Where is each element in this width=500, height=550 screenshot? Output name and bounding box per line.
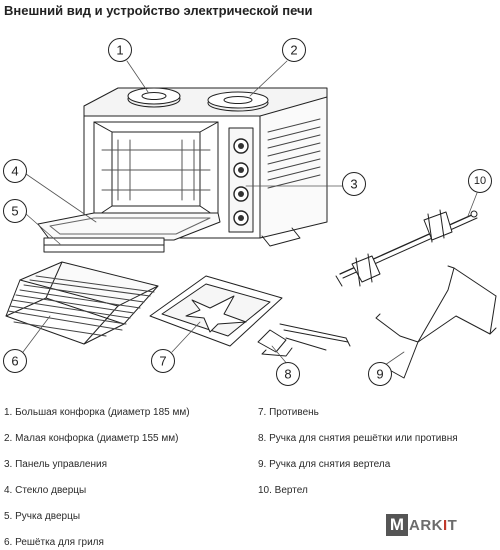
logo-m: M [386, 514, 408, 536]
legend-item-8: 8. Ручка для снятия решётки или противня [258, 433, 458, 444]
grill-grate-illustration [5, 261, 159, 345]
legend-item-3: 3. Панель управления [4, 459, 107, 470]
legend-item-7: 7. Противень [258, 407, 319, 418]
page-title: Внешний вид и устройство электрической п… [4, 3, 313, 18]
callout-8: 8 [284, 367, 291, 382]
callout-4: 4 [11, 164, 18, 179]
callout-3: 3 [350, 177, 357, 192]
legend-item-4: 4. Стекло дверцы [4, 485, 87, 496]
legend-item-10: 10. Вертел [258, 485, 308, 496]
baking-tray-illustration [149, 275, 283, 347]
callout-6: 6 [11, 354, 18, 369]
callout-1: 1 [116, 43, 123, 58]
logo-text: ARKIT [409, 517, 457, 534]
callout-5: 5 [11, 204, 18, 219]
legend-item-6: 6. Решётка для гриля [4, 537, 104, 548]
callout-10: 10 [474, 175, 486, 187]
tray-handle-illustration [257, 323, 351, 357]
markit-logo: M ARKIT [386, 513, 457, 537]
small-hotplate [207, 91, 269, 112]
legend-item-1: 1. Большая конфорка (диаметр 185 мм) [4, 407, 190, 418]
legend-item-2: 2. Малая конфорка (диаметр 155 мм) [4, 433, 179, 444]
logo-middle: ARK [409, 516, 443, 534]
large-hotplate [127, 87, 181, 108]
callout-2: 2 [290, 43, 297, 58]
callout-7: 7 [159, 354, 166, 369]
logo-last: T [447, 516, 458, 534]
spit-handle-illustration [375, 265, 497, 379]
callout-9: 9 [376, 367, 383, 382]
oven-illustration [37, 87, 328, 253]
legend-item-9: 9. Ручка для снятия вертела [258, 459, 391, 470]
logo-accent: I [443, 516, 448, 534]
legend-item-5: 5. Ручка дверцы [4, 511, 81, 522]
spit-illustration [335, 209, 478, 287]
